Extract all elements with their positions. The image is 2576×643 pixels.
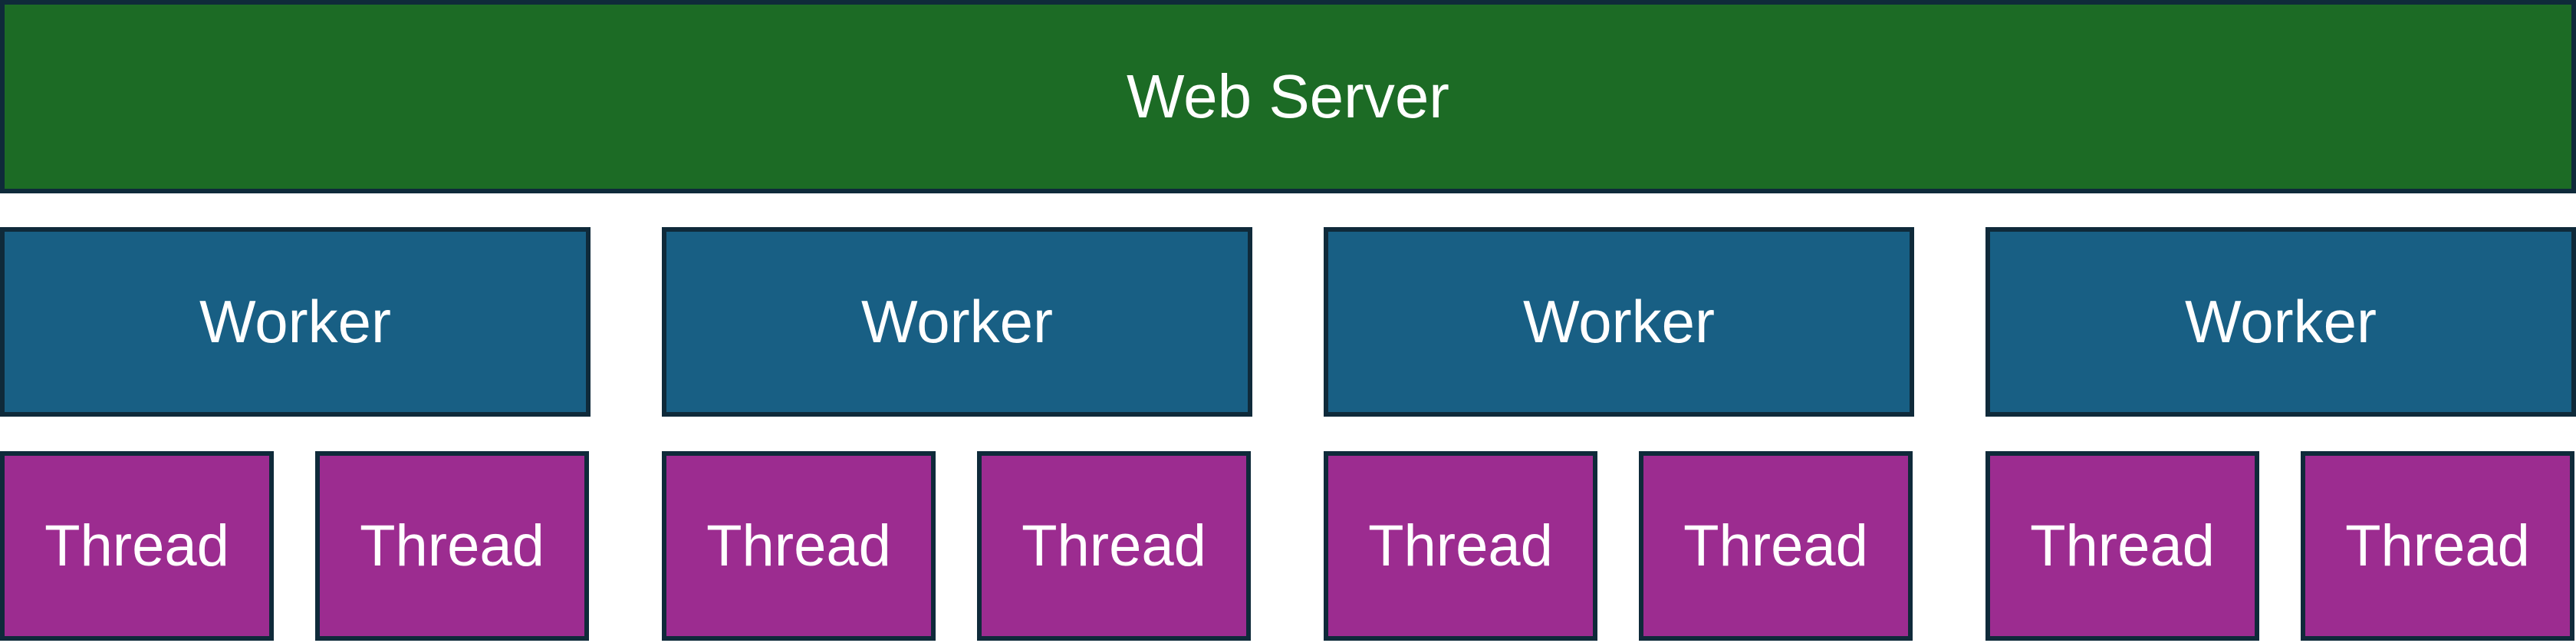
thread-box-6: Thread: [1639, 451, 1913, 641]
thread-label: Thread: [2345, 513, 2530, 579]
thread-label: Thread: [2030, 513, 2215, 579]
thread-box-1: Thread: [0, 451, 274, 641]
thread-label: Thread: [1022, 513, 1206, 579]
thread-label: Thread: [1683, 513, 1868, 579]
thread-box-7: Thread: [1985, 451, 2259, 641]
thread-box-2: Thread: [315, 451, 589, 641]
thread-label: Thread: [44, 513, 229, 579]
thread-label: Thread: [706, 513, 891, 579]
thread-box-3: Thread: [662, 451, 936, 641]
thread-label: Thread: [1368, 513, 1553, 579]
thread-label: Thread: [360, 513, 544, 579]
thread-box-8: Thread: [2301, 451, 2574, 641]
worker-box-2: Worker: [662, 227, 1252, 417]
worker-box-4: Worker: [1985, 227, 2576, 417]
thread-box-5: Thread: [1324, 451, 1597, 641]
web-server-label: Web Server: [1127, 62, 1449, 130]
worker-box-1: Worker: [0, 227, 591, 417]
worker-box-3: Worker: [1324, 227, 1914, 417]
worker-label: Worker: [199, 288, 391, 355]
thread-box-4: Thread: [977, 451, 1251, 641]
web-server-box: Web Server: [0, 0, 2576, 193]
worker-label: Worker: [861, 288, 1053, 355]
worker-label: Worker: [1523, 288, 1715, 355]
worker-label: Worker: [2185, 288, 2377, 355]
